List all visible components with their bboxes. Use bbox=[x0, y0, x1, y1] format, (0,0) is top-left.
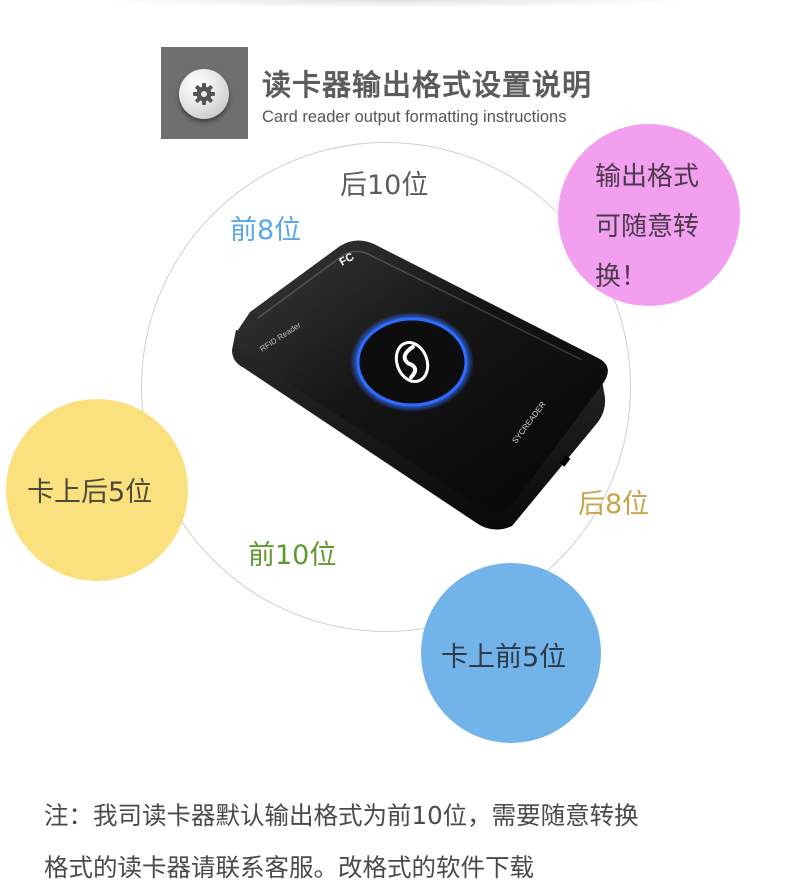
note-text: 注：我司读卡器默认输出格式为前10位，需要随意转换 格式的读卡器请联系客服。改格… bbox=[44, 790, 754, 894]
card-reader-device: FC RFID Reader SYCREADER bbox=[232, 240, 608, 530]
bubble-first-5-on-card-text: 卡上前5位 bbox=[441, 642, 567, 673]
bubble-last-5-on-card-text: 卡上后5位 bbox=[27, 477, 153, 508]
page-subtitle: Card reader output formatting instructio… bbox=[262, 108, 567, 126]
label-last-10: 后10位 bbox=[340, 170, 429, 201]
bubble-first-5-on-card bbox=[421, 563, 601, 743]
scan-ring bbox=[356, 317, 468, 407]
bubble-last-5-on-card bbox=[6, 399, 188, 581]
header-icon-box bbox=[161, 47, 248, 139]
label-first-10: 前10位 bbox=[248, 540, 337, 571]
note-line-1: 注：我司读卡器默认输出格式为前10位，需要随意转换 bbox=[44, 801, 639, 830]
gear-knob bbox=[179, 69, 229, 119]
s-logo-icon bbox=[394, 341, 430, 383]
gear-icon bbox=[193, 83, 215, 105]
label-first-8: 前8位 bbox=[230, 215, 302, 246]
bubble-format-changeable bbox=[558, 124, 740, 306]
label-last-8: 后8位 bbox=[578, 489, 650, 520]
note-line-2: 格式的读卡器请联系客服。改格式的软件下载 bbox=[44, 853, 534, 882]
top-shadow bbox=[90, 0, 700, 8]
format-ring bbox=[141, 142, 631, 632]
bubble-format-changeable-text: 输出格式 可随意转 换！ bbox=[595, 162, 700, 292]
usb-port bbox=[559, 455, 571, 467]
page-title: 读卡器输出格式设置说明 bbox=[262, 68, 593, 102]
